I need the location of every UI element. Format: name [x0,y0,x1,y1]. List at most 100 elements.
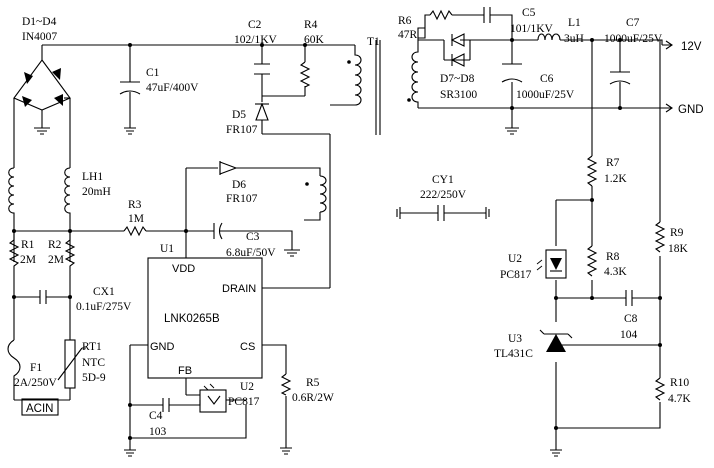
r3-value: 1M [128,213,144,225]
lh1-value: 20mH [82,186,111,198]
rt1-value2: 5D-9 [82,372,106,384]
out-gnd: GND [678,104,704,116]
u3-ref: U3 [508,333,522,345]
d7d8-ref: D7~D8 [440,73,475,85]
d7d8-diodes [450,33,465,67]
u1-part: LNK0265B [164,313,220,325]
u1-pin-vdd: VDD [172,263,195,275]
d5-diode [255,102,269,121]
lh1-choke [8,167,71,222]
r8-resistor [586,245,598,277]
r4-ref: R4 [304,19,318,31]
c3-value: 6.8uF/50V [226,247,276,259]
r9-resistor [654,221,666,253]
l1-inductor [537,33,561,41]
f1-ref: F1 [30,362,42,374]
u1-ref: U1 [160,243,174,255]
rt1-value1: NTC [82,357,105,369]
r6-resistor [429,9,453,21]
u2a-ref: U2 [240,381,254,393]
c4-ref: C4 [149,410,163,422]
u3-value: TL431C [494,348,533,360]
r4-value: 60K [304,34,325,46]
r2-value: 2M [48,254,64,266]
r1-resistor [8,231,20,274]
output-terminals [662,40,673,113]
u1-pin-drain: DRAIN [222,283,256,295]
primary-wires [13,44,355,450]
r7-resistor [586,155,598,187]
r9-ref: R9 [670,227,684,239]
lh1-ref: LH1 [82,171,103,183]
cx1-value: 0.1uF/275V [76,301,132,313]
d6-diode [219,161,238,175]
r2-resistor [64,231,76,274]
c7-capacitor [609,71,631,85]
c7-value: 1000uF/25V [604,33,663,45]
u2-opto-led [536,249,567,279]
u1-pin-cs: CS [240,341,255,353]
secondary-ground [550,449,562,457]
r3-ref: R3 [128,199,142,211]
l1-value: 3uH [564,33,584,45]
cy1-value: 222/250V [420,189,467,201]
r8-value: 4.3K [604,266,627,278]
u2b-ref: U2 [508,253,522,265]
r9-value: 18K [668,243,689,255]
cy1-ref: CY1 [432,174,454,186]
rt1-thermistor [57,339,86,389]
f1-value: 2A/250V [14,377,58,389]
c2-value: 102/1KV [234,34,278,46]
acin-label: ACIN [26,403,53,415]
d5-value: FR107 [226,124,258,136]
c1-ref: C1 [146,67,160,79]
r6-value: 47R [398,29,418,41]
cx1-ref: CX1 [93,286,115,298]
r7-ref: R7 [606,157,620,169]
u2-opto-transistor [199,383,227,413]
r8-ref: R8 [606,251,620,263]
c1-value: 47uF/400V [146,82,199,94]
r10-ref: R10 [670,377,689,389]
u2a-value: PC817 [228,396,260,408]
c6-capacitor [501,63,523,135]
bridge-rectifier [13,59,71,135]
r5-resistor [280,373,292,455]
u1-pin-gnd: GND [150,341,175,353]
junction-dots [12,38,662,440]
r5-ref: R5 [306,377,320,389]
d7d8-value: SR3100 [440,89,477,101]
bridge-value: IN4007 [22,31,57,43]
c5-capacitor [483,7,491,23]
d6-ref: D6 [232,179,246,191]
c2-ref: C2 [248,19,262,31]
t1-ref: T1 [367,36,380,48]
r2-ref: R2 [48,239,62,251]
c1-capacitor [119,81,141,135]
d6-value: FR107 [226,193,258,205]
t1-transformer [305,38,419,213]
r10-resistor [654,377,666,401]
c5-ref: C5 [522,7,536,19]
d5-ref: D5 [232,109,246,121]
acin-box [21,398,59,416]
c8-capacitor [625,290,633,306]
out-12v: 12V [681,41,702,53]
c3-capacitor [213,222,300,257]
c8-ref: C8 [624,313,638,325]
c4-value: 103 [149,426,167,438]
l1-ref: L1 [568,17,581,29]
r5-value: 0.6R/2W [292,392,334,404]
u3-shunt-regulator [539,329,573,352]
c6-ref: C6 [540,73,554,85]
u1-pin-fb: FB [178,365,192,377]
c6-value: 1000uF/25V [516,89,575,101]
c8-value: 104 [620,329,638,341]
rt1-ref: RT1 [82,341,102,353]
c7-ref: C7 [626,17,640,29]
cy1-capacitor [396,205,490,221]
c3-ref: C3 [246,231,260,243]
c4-capacitor [124,398,170,457]
r3-resistor [123,225,147,237]
